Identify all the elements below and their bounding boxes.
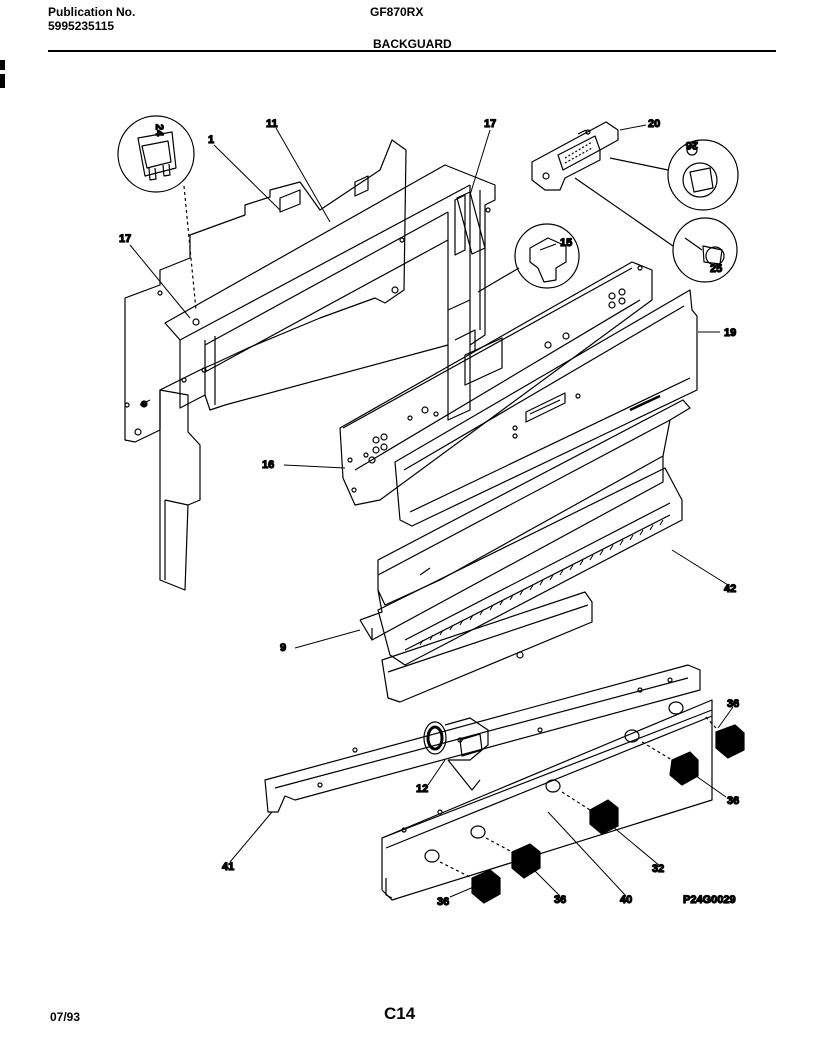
callout-switch-24: [117, 115, 197, 311]
drawing-code: P24G0029: [683, 894, 736, 906]
part-label-36-lower-left: 36: [437, 896, 449, 908]
part-label-16: 16: [262, 459, 274, 471]
knob-36-lower-right: [485, 837, 541, 879]
footer-date: 07/93: [50, 1010, 81, 1024]
part-label-17-left: 17: [119, 233, 131, 245]
part-label-26: 26: [686, 139, 698, 151]
part-label-36-top: 36: [727, 698, 739, 710]
part-label-15: 15: [560, 237, 572, 249]
part-label-41: 41: [222, 861, 234, 873]
margin-mark: [0, 74, 5, 88]
spark-module-12: [423, 717, 489, 791]
part-label-32: 32: [652, 863, 664, 875]
part-label-24: 24: [153, 124, 165, 137]
page-number: C14: [384, 1004, 416, 1023]
knob-36-upper: [641, 741, 699, 786]
part-label-9: 9: [280, 642, 286, 654]
part-label-42: 42: [724, 583, 736, 595]
knob-32: [561, 791, 619, 835]
part-label-19: 19: [724, 327, 736, 339]
control-rail-40: [381, 699, 713, 901]
rear-panel: [124, 139, 407, 443]
manifold-rail-41: [264, 664, 701, 813]
control-panel-face: [394, 289, 698, 527]
vent-grille-42: [377, 467, 683, 666]
vent-trim-9: [359, 399, 691, 641]
control-panel-backing: [339, 261, 653, 506]
part-label-1: 1: [208, 134, 214, 146]
knob-36-top: [703, 714, 745, 759]
callout-knob-26: [609, 139, 739, 211]
publication-number: 5995235115: [48, 19, 115, 33]
part-label-12: 12: [416, 783, 428, 795]
callout-clip-25: [574, 177, 738, 283]
margin-mark: [0, 60, 5, 70]
part-label-25: 25: [710, 263, 722, 275]
support-channel: [381, 591, 593, 703]
part-label-40: 40: [620, 894, 632, 906]
part-label-20: 20: [648, 118, 660, 130]
part-label-17-right: 17: [484, 118, 496, 130]
knob-36-lower-left: [439, 861, 501, 904]
callout-bracket-15: [477, 223, 580, 293]
bracket-17-right: [456, 191, 486, 255]
part-label-11: 11: [266, 118, 278, 130]
clock-bracket-20: [531, 121, 619, 191]
left-leg: [159, 389, 201, 591]
part-label-36-mid: 36: [727, 795, 739, 807]
top-frame: [164, 164, 496, 421]
leader-lines: [129, 124, 734, 898]
screw: [140, 400, 148, 408]
part-label-36-lower-right: 36: [554, 894, 566, 906]
section-title: BACKGUARD: [373, 37, 452, 51]
header-rule: [48, 50, 776, 52]
model-number: GF870RX: [370, 5, 424, 19]
publication-label: Publication No.: [48, 5, 136, 19]
